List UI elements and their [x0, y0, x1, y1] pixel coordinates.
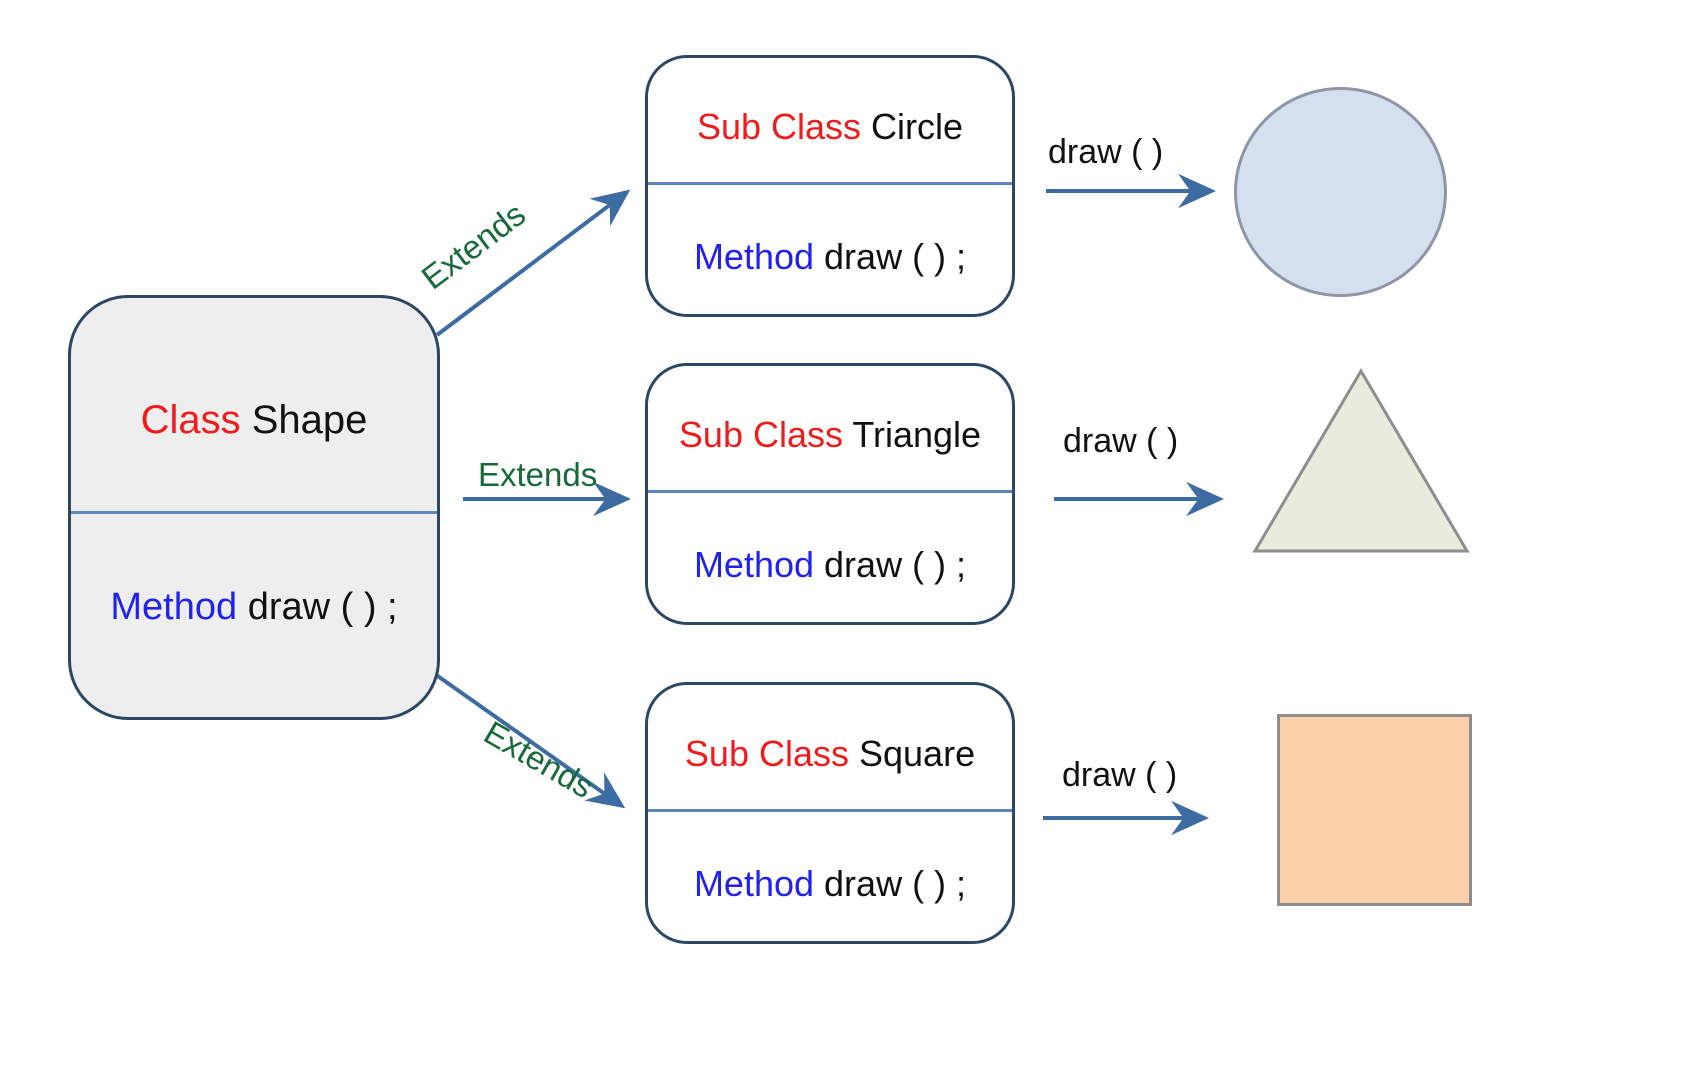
extends-label-triangle: Extends	[478, 456, 598, 493]
class-keyword: Class	[140, 398, 241, 442]
class-box-square-divider	[648, 809, 1012, 812]
triangle-glyph	[1252, 368, 1470, 553]
method-signature: draw ( ) ;	[247, 586, 398, 628]
result-shape-square	[1277, 714, 1472, 906]
class-box-shape-title: Class Shape	[71, 398, 437, 443]
method-keyword: Method	[693, 236, 815, 277]
draw-call-label-square: draw ( )	[1062, 756, 1178, 794]
result-shape-triangle	[1252, 368, 1470, 554]
method-signature: draw ( ) ;	[824, 236, 967, 277]
method-signature: draw ( ) ;	[824, 544, 967, 585]
subclass-name: Square	[859, 733, 976, 774]
method-keyword: Method	[693, 544, 815, 585]
method-keyword: Method	[110, 586, 238, 628]
method-keyword: Method	[693, 863, 815, 904]
class-box-circle-method: Method draw ( ) ;	[648, 236, 1012, 278]
draw-call-label-circle: draw ( )	[1048, 133, 1164, 171]
result-shape-circle	[1234, 87, 1447, 297]
class-box-square-method: Method draw ( ) ;	[648, 863, 1012, 905]
class-box-square-title: Sub Class Square	[648, 733, 1012, 775]
extends-label-square: Extends	[478, 713, 600, 806]
subclass-name: Triangle	[852, 414, 982, 455]
class-box-triangle-divider	[648, 490, 1012, 493]
class-box-circle[interactable]: Sub Class Circle Method draw ( ) ;	[645, 55, 1015, 317]
subclass-keyword: Sub Class	[696, 106, 862, 147]
class-box-triangle-title: Sub Class Triangle	[648, 414, 1012, 456]
class-box-circle-title: Sub Class Circle	[648, 106, 1012, 148]
class-box-circle-divider	[648, 182, 1012, 185]
class-box-triangle-method: Method draw ( ) ;	[648, 544, 1012, 586]
subclass-keyword: Sub Class	[678, 414, 843, 455]
class-box-shape-method: Method draw ( ) ;	[71, 586, 437, 629]
class-box-shape[interactable]: Class Shape Method draw ( ) ;	[68, 295, 440, 720]
class-name: Shape	[251, 398, 368, 442]
draw-call-label-triangle: draw ( )	[1063, 422, 1179, 460]
subclass-keyword: Sub Class	[684, 733, 849, 774]
class-box-square[interactable]: Sub Class Square Method draw ( ) ;	[645, 682, 1015, 944]
class-box-triangle[interactable]: Sub Class Triangle Method draw ( ) ;	[645, 363, 1015, 625]
class-box-shape-divider	[71, 511, 437, 514]
subclass-name: Circle	[871, 106, 964, 147]
method-signature: draw ( ) ;	[824, 863, 967, 904]
extends-label-circle: Extends	[414, 195, 533, 297]
